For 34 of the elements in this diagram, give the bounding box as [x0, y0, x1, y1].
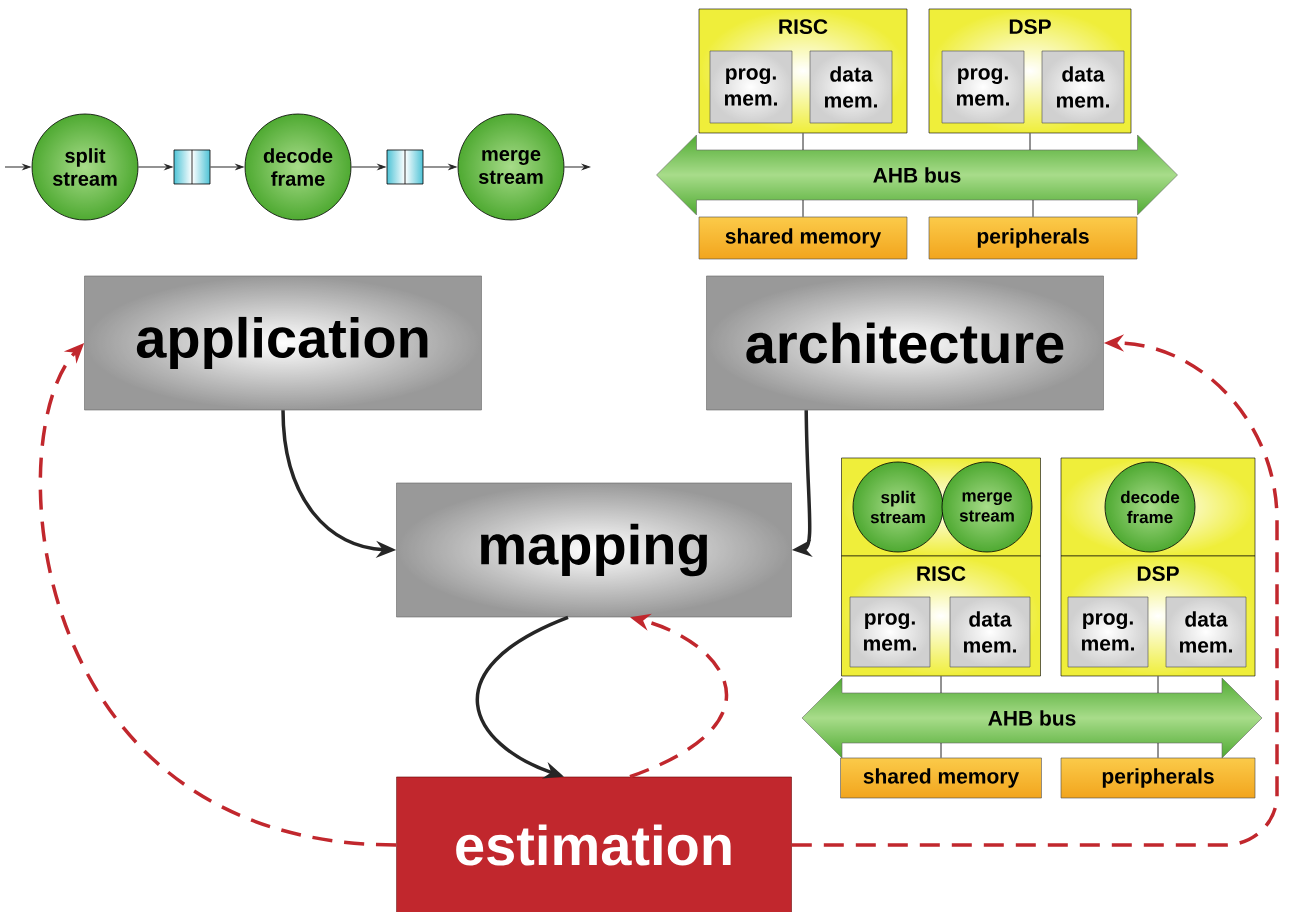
memory-box: data mem. [949, 596, 1031, 668]
connector-line [1032, 199, 1034, 218]
arrow [563, 164, 590, 170]
connector-line [1029, 132, 1031, 151]
connector-line [802, 199, 804, 218]
component-box: peripherals [1060, 757, 1256, 799]
stage-box: mapping [396, 482, 792, 618]
arrow [209, 164, 244, 170]
tile-box [841, 457, 1041, 557]
component-box: peripherals [928, 216, 1138, 260]
memory-box: data mem. [809, 50, 893, 124]
connector-line [940, 675, 942, 694]
connector-line [1157, 742, 1159, 759]
stage-box: architecture [706, 275, 1104, 411]
queue-buffer [173, 149, 211, 185]
memory-box: prog. mem. [941, 50, 1025, 124]
stage-box: application [84, 275, 482, 411]
arrow [350, 164, 386, 170]
memory-box: prog. mem. [1067, 596, 1149, 668]
memory-box: prog. mem. [849, 596, 931, 668]
connector-line [1157, 675, 1159, 694]
component-box: shared memory [840, 757, 1042, 799]
memory-box: data mem. [1041, 50, 1125, 124]
arrow [4, 164, 31, 170]
connector-line [940, 742, 942, 759]
memory-box: prog. mem. [709, 50, 793, 124]
connector-line [802, 132, 804, 151]
component-box: shared memory [698, 216, 908, 260]
queue-buffer [386, 149, 424, 185]
memory-box: data mem. [1165, 596, 1247, 668]
arrow [422, 164, 457, 170]
arrow [137, 164, 173, 170]
stage-box: estimation [396, 776, 792, 912]
tile-box [1060, 457, 1256, 557]
